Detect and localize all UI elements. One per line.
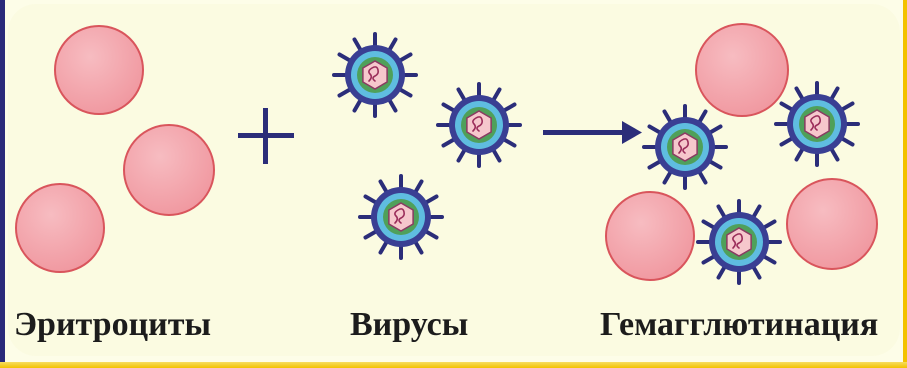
- virus-particle: [360, 176, 442, 258]
- virus-particle: [776, 83, 858, 165]
- virus-particle: [334, 34, 416, 116]
- arrow-icon: [543, 121, 642, 144]
- erythrocyte-cell: [124, 125, 214, 215]
- virus-particle: [698, 201, 780, 283]
- erythrocyte-cell: [606, 192, 694, 280]
- erythrocyte-cell: [696, 24, 788, 116]
- virus-particle: [438, 84, 520, 166]
- erythrocyte-cell: [787, 179, 877, 269]
- virus-particle: [644, 106, 726, 188]
- erythrocyte-cell: [55, 26, 143, 114]
- erythrocyte-cell: [16, 184, 104, 272]
- label-erythrocytes: Эритроциты: [14, 306, 211, 344]
- label-hemagglutination: Гемагглютинация: [600, 306, 878, 344]
- plus-sign: [238, 108, 294, 164]
- label-viruses: Вирусы: [350, 306, 468, 344]
